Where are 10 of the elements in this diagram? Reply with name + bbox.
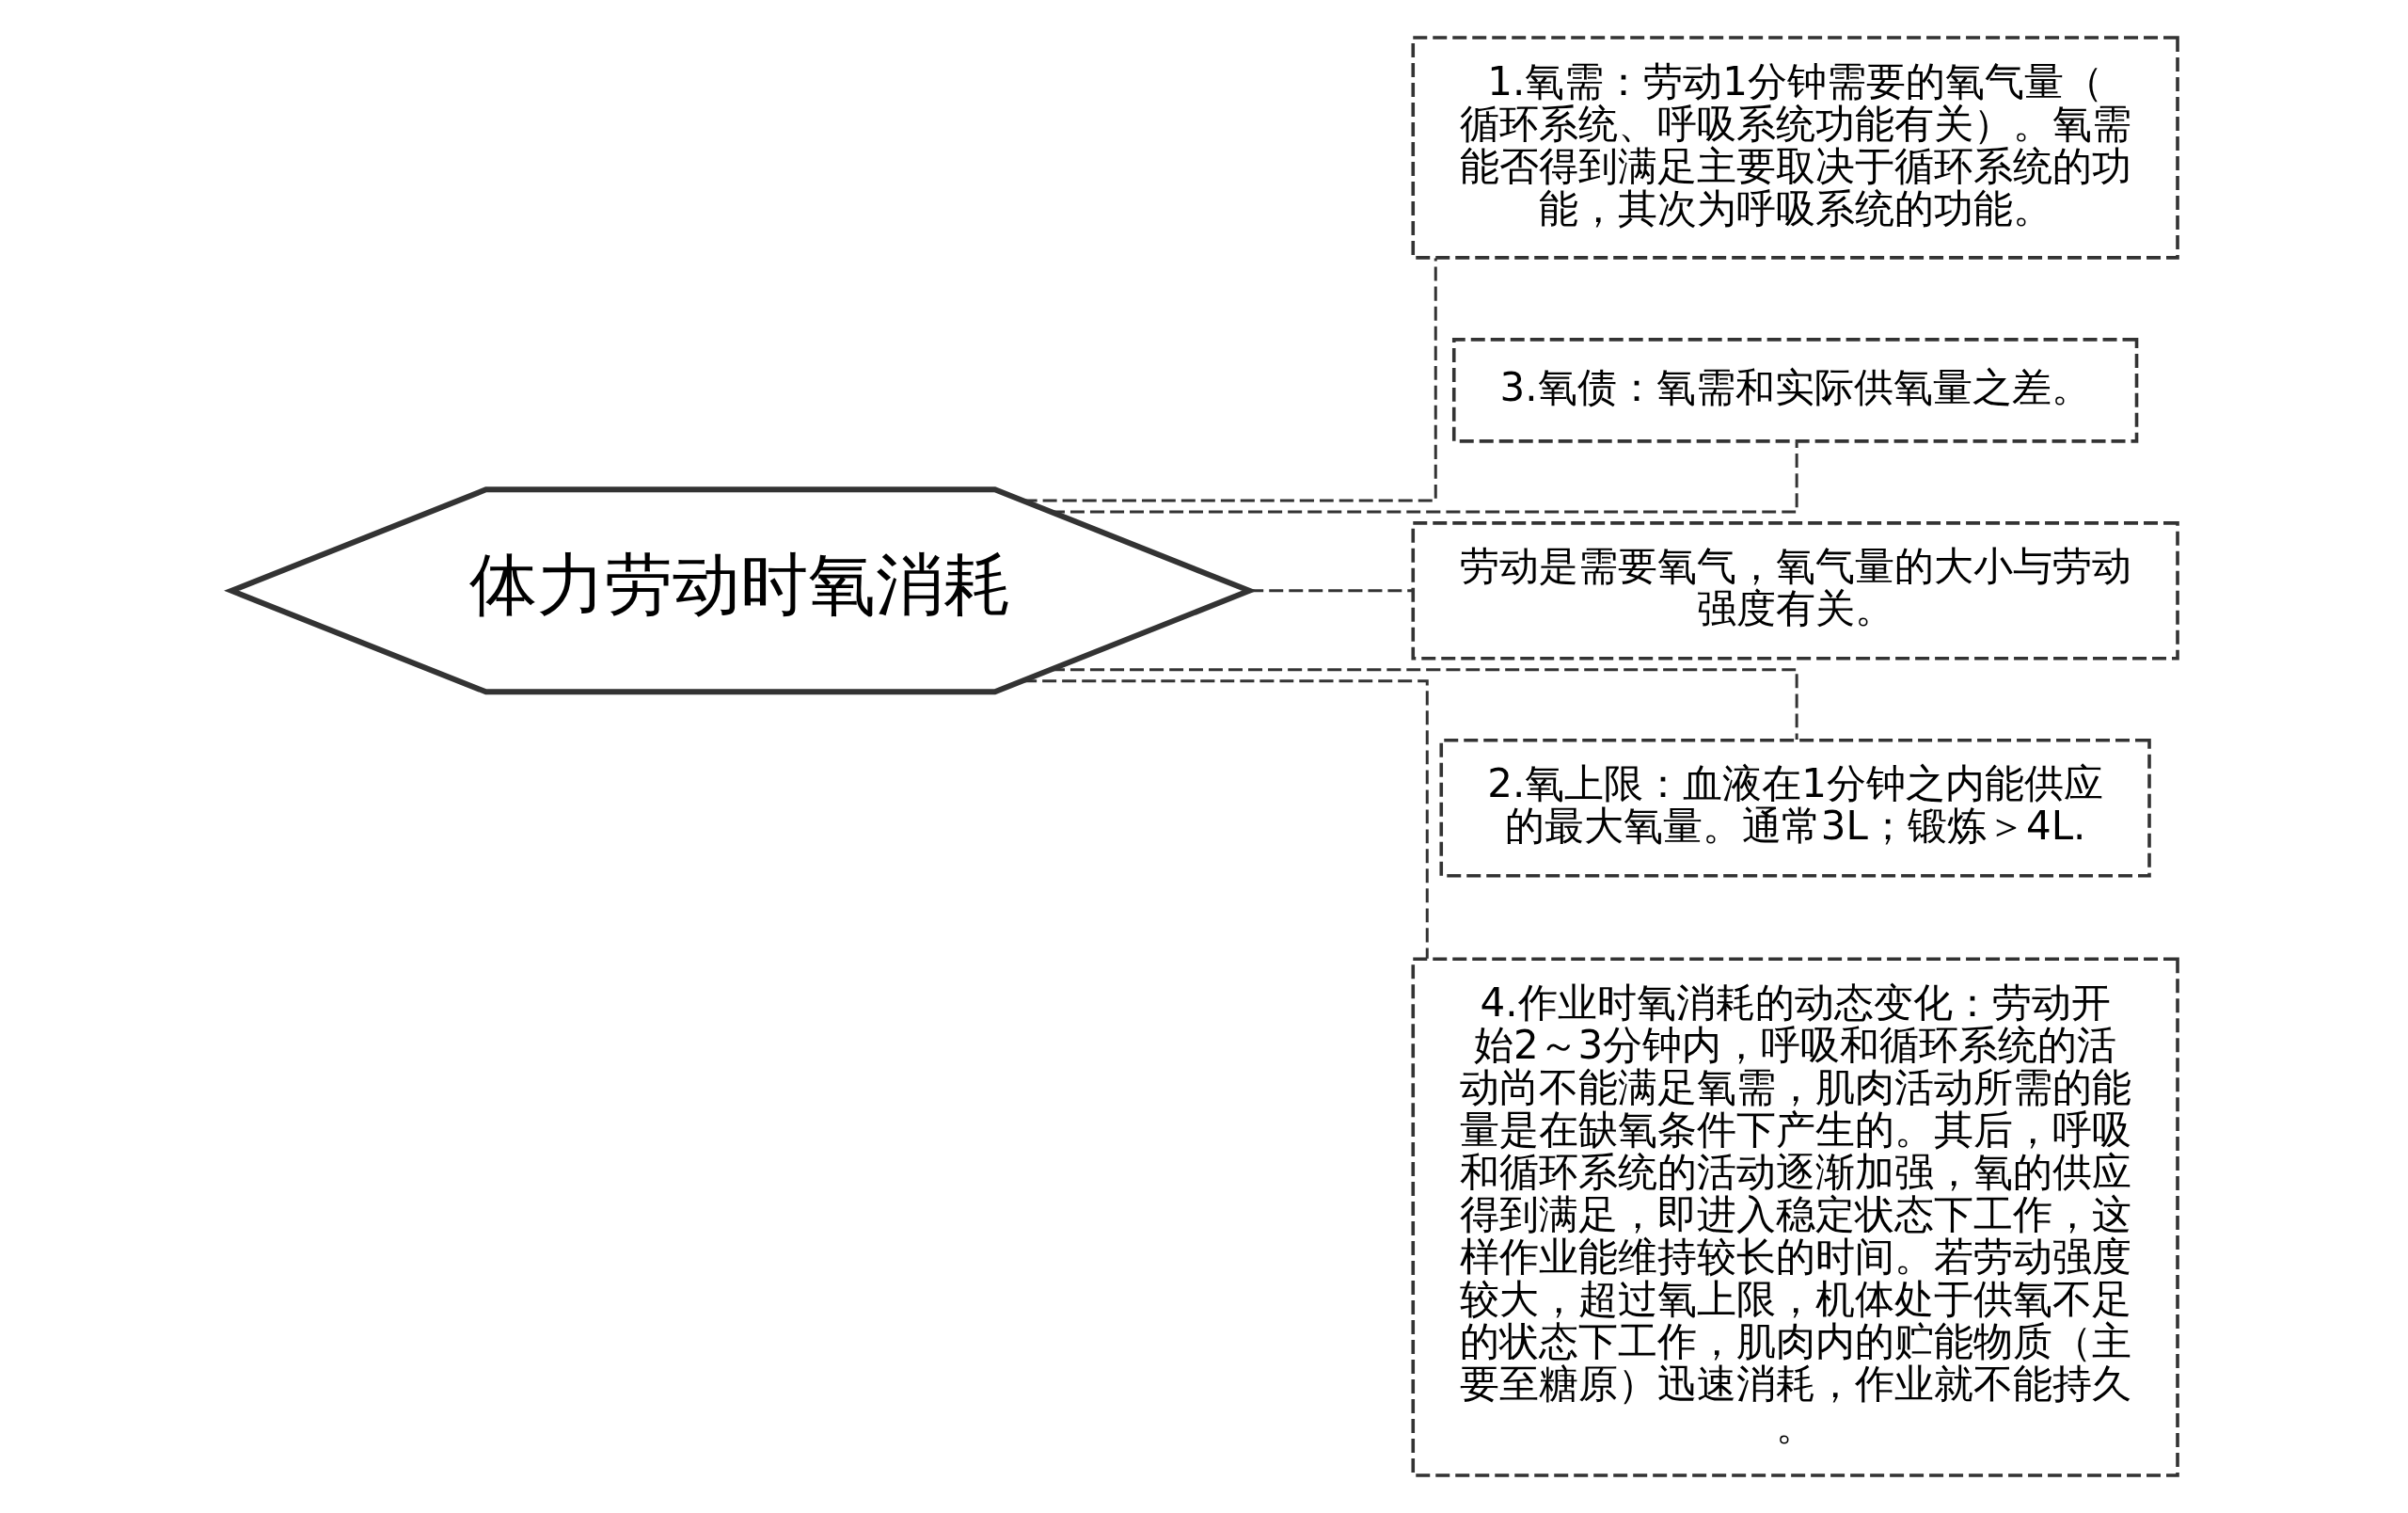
node-box: 劳动是需要氧气，氧气量的大小与劳动强度有关。 bbox=[1410, 521, 2179, 661]
node-box: 4.作业时氧消耗的动态变化：劳动开始2～3分钟内，呼吸和循环系统的活动尚不能满足氧需，肌肉活动所需的能量是在缺氧条件下产生的。其后，呼吸和循环系统的活动逐渐加强，氧的供应得到满足，即进入稳定状态下工作，这样作业能维持较长的时间。若劳动强度较大，超过氧上限，机体处于供氧不足的状态下工作，肌肉内的贮能物质（主要至糖原）迅速消耗，作业就不能持久。 bbox=[1410, 957, 2179, 1477]
connector bbox=[1050, 668, 1798, 741]
node-box: 1.氧需：劳动1分钟需要的氧气量（循环系统、呼吸系统功能有关）。氧需能否得到满足主要取决于循环系统的功能，其次为呼吸系统的功能。 bbox=[1410, 36, 2179, 260]
connector bbox=[1022, 679, 1429, 959]
connector bbox=[1050, 442, 1798, 514]
connector bbox=[1248, 589, 1413, 593]
connector bbox=[1022, 258, 1437, 502]
node-box: 2.氧上限：血液在1分钟之内能供应的最大氧量。通常3L；锻炼＞4L. bbox=[1438, 738, 2151, 878]
node-box: 3.氧债：氧需和实际供氧量之差。 bbox=[1451, 338, 2138, 443]
